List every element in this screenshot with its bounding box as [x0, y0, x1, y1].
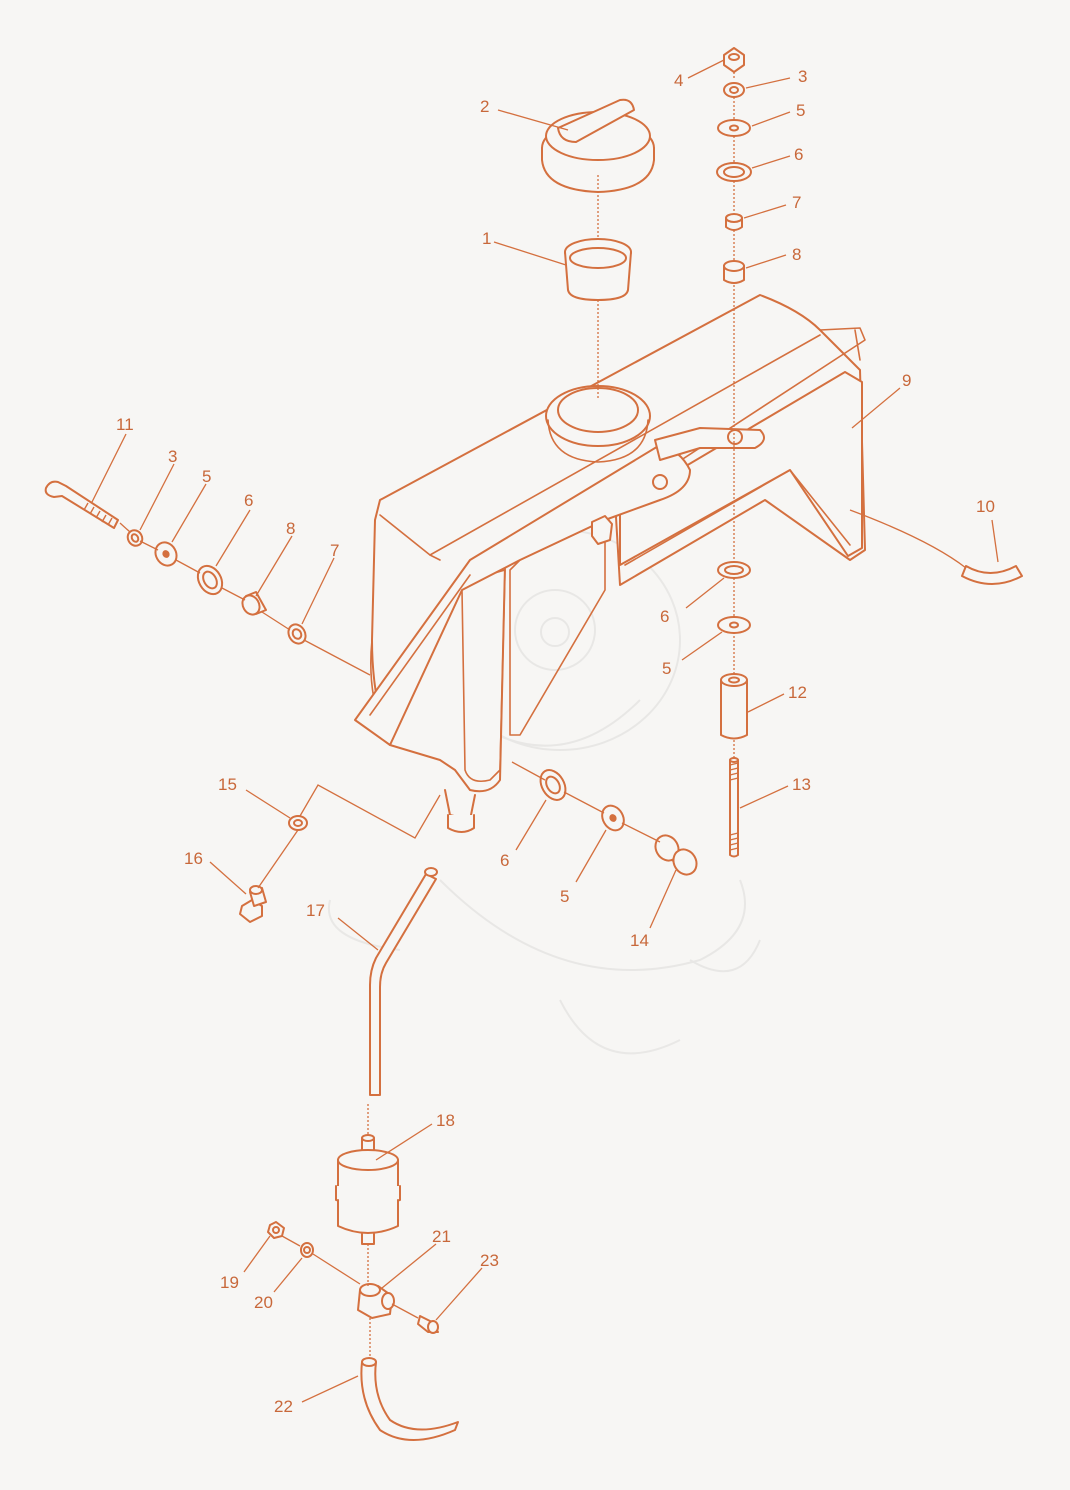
- callout-4: 4: [674, 71, 683, 90]
- callout-14: 14: [630, 931, 649, 950]
- callout-20: 20: [254, 1293, 273, 1312]
- callout-10: 10: [976, 497, 995, 516]
- filter-clamp: [267, 1221, 439, 1334]
- callout-6-bottom: 6: [500, 851, 509, 870]
- callout-5-left: 5: [202, 467, 211, 486]
- callout-17: 17: [306, 901, 325, 920]
- callout-8-left: 8: [286, 519, 295, 538]
- callout-1: 1: [482, 229, 491, 248]
- callout-9: 9: [902, 371, 911, 390]
- callout-15: 15: [218, 775, 237, 794]
- outlet-hose-end: [361, 1357, 377, 1367]
- callout-16: 16: [184, 849, 203, 868]
- callout-leaders: [91, 59, 999, 1403]
- filler-neck-ring: [564, 238, 632, 301]
- callout-2: 2: [480, 97, 489, 116]
- fuel-filter: [335, 1134, 401, 1245]
- callout-13: 13: [792, 775, 811, 794]
- left-hardware-stack: [44, 480, 307, 645]
- callout-21: 21: [432, 1227, 451, 1246]
- drain-plug: [239, 815, 308, 923]
- callout-6: 6: [794, 145, 803, 164]
- callout-8: 8: [792, 245, 801, 264]
- vent-hose: [961, 565, 1023, 585]
- fuel-line: [369, 867, 438, 1096]
- callout-22: 22: [274, 1397, 293, 1416]
- filler-cap: [541, 98, 655, 193]
- callout-labels: 1 2 3 4 5 6 7 8 9 10 11 3 5 6 8 7 6 5 12…: [116, 67, 995, 1416]
- callout-3-left: 3: [168, 447, 177, 466]
- callout-5-right-lower: 5: [662, 659, 671, 678]
- callout-12: 12: [788, 683, 807, 702]
- callout-6-left: 6: [244, 491, 253, 510]
- lower-right-hardware: [539, 769, 698, 876]
- callout-3: 3: [798, 67, 807, 86]
- outlet-hose: [360, 1361, 459, 1441]
- callout-23: 23: [480, 1251, 499, 1270]
- fuel-tank: [354, 294, 866, 833]
- callout-19: 19: [220, 1273, 239, 1292]
- assembly-lines: [119, 72, 967, 1356]
- callout-18: 18: [436, 1111, 455, 1130]
- callout-5-bottom: 5: [560, 887, 569, 906]
- callout-7-left: 7: [330, 541, 339, 560]
- callout-5: 5: [796, 101, 805, 120]
- callout-11: 11: [116, 415, 134, 434]
- callout-6-right-lower: 6: [660, 607, 669, 626]
- callout-7: 7: [792, 193, 801, 212]
